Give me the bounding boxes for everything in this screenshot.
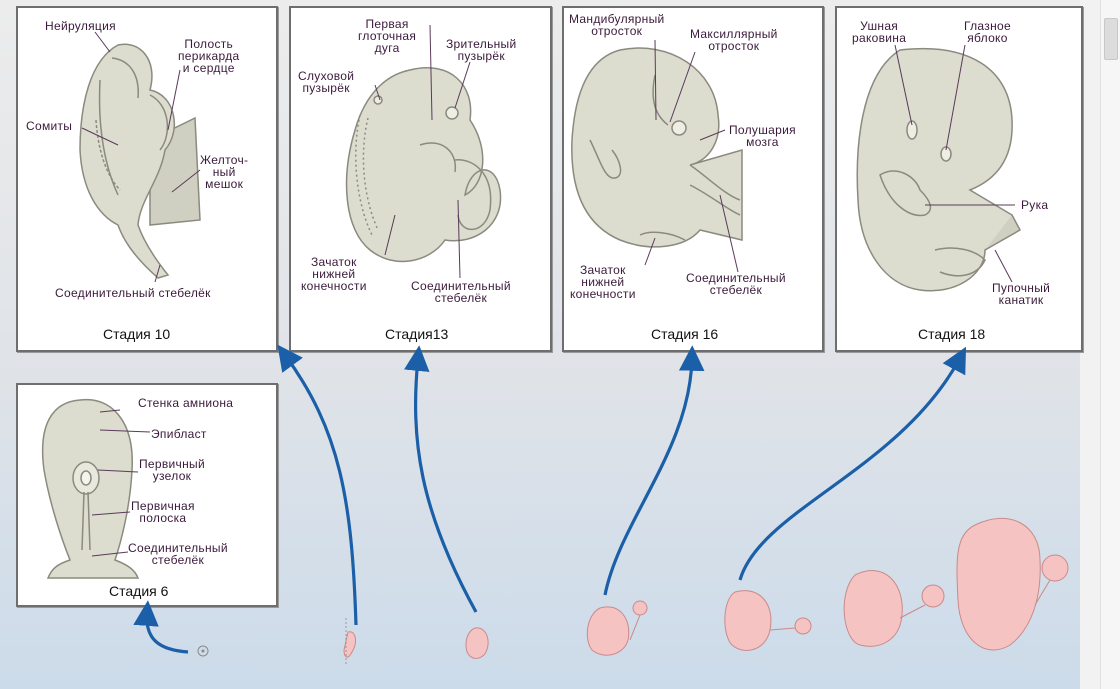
label-connecting-stalk-6: Соединительный стебелёк (128, 541, 228, 567)
pink-embryo-10 (343, 631, 356, 658)
pink-embryo-13 (465, 627, 489, 659)
label-lower-limb-13: Зачаток нижней конечности (301, 255, 367, 293)
label-arm: Рука (1021, 198, 1049, 212)
label-epiblast: Эпибласт (151, 427, 207, 441)
label-connecting-stalk-10: Соединительный стебелёк (55, 286, 211, 300)
scrollbar-track[interactable] (1100, 0, 1120, 689)
label-connecting-stalk-13: Соединительный стебелёк (411, 279, 511, 305)
label-pericardial: Полость перикарда и сердце (178, 37, 240, 75)
label-hemispheres: Полушария мозга (729, 123, 796, 149)
pink-embryo-16 (586, 606, 630, 656)
label-maxillary: Максиллярный отросток (690, 27, 778, 53)
title-stage-13: Стадия13 (385, 326, 449, 342)
title-stage-18: Стадия 18 (918, 326, 986, 342)
leader-lines (81, 24, 1015, 557)
label-neurulation: Нейруляция (45, 19, 116, 33)
label-mandibular: Мандибулярный отросток (569, 12, 665, 38)
label-primitive-streak: Первичная полоска (131, 499, 195, 525)
label-connecting-stalk-16: Соединительный стебелёк (686, 271, 786, 297)
pink-embryo-20 (843, 570, 903, 647)
stage-arrows (133, 344, 967, 654)
pink-embryo-row (197, 517, 1069, 665)
embryo-dot-stage-6 (197, 645, 209, 657)
stage-6-embryo (41, 398, 140, 579)
title-stage-10: Стадия 10 (103, 326, 171, 342)
label-eyeball: Глазное яблоко (964, 19, 1011, 45)
stage-13-embryo (345, 67, 502, 263)
title-stage-16: Стадия 16 (651, 326, 719, 342)
label-optic-vesicle: Зрительный пузырёк (446, 37, 517, 63)
title-stage-6: Стадия 6 (109, 583, 169, 599)
stage-16-embryo (571, 47, 743, 248)
label-somites: Сомиты (26, 119, 73, 133)
label-ear: Ушная раковина (852, 19, 907, 45)
label-pharyngeal-arch: Первая глоточная дуга (358, 17, 417, 55)
label-amnion-wall: Стенка амниона (138, 396, 234, 410)
label-primitive-node: Первичный узелок (139, 457, 205, 483)
label-yolk-sac: Желточ- ный мешок (200, 153, 249, 191)
label-umbilical-cord: Пупочный канатик (992, 281, 1051, 307)
label-otic-vesicle: Слуховой пузырёк (298, 69, 355, 95)
label-lower-limb-16: Зачаток нижней конечности (570, 263, 636, 301)
stage-10-embryo (79, 43, 201, 279)
stage-18-embryo (856, 47, 1022, 292)
pink-embryo-18 (724, 590, 772, 651)
pink-embryo-23 (956, 517, 1041, 651)
scrollbar-thumb[interactable] (1104, 18, 1118, 60)
